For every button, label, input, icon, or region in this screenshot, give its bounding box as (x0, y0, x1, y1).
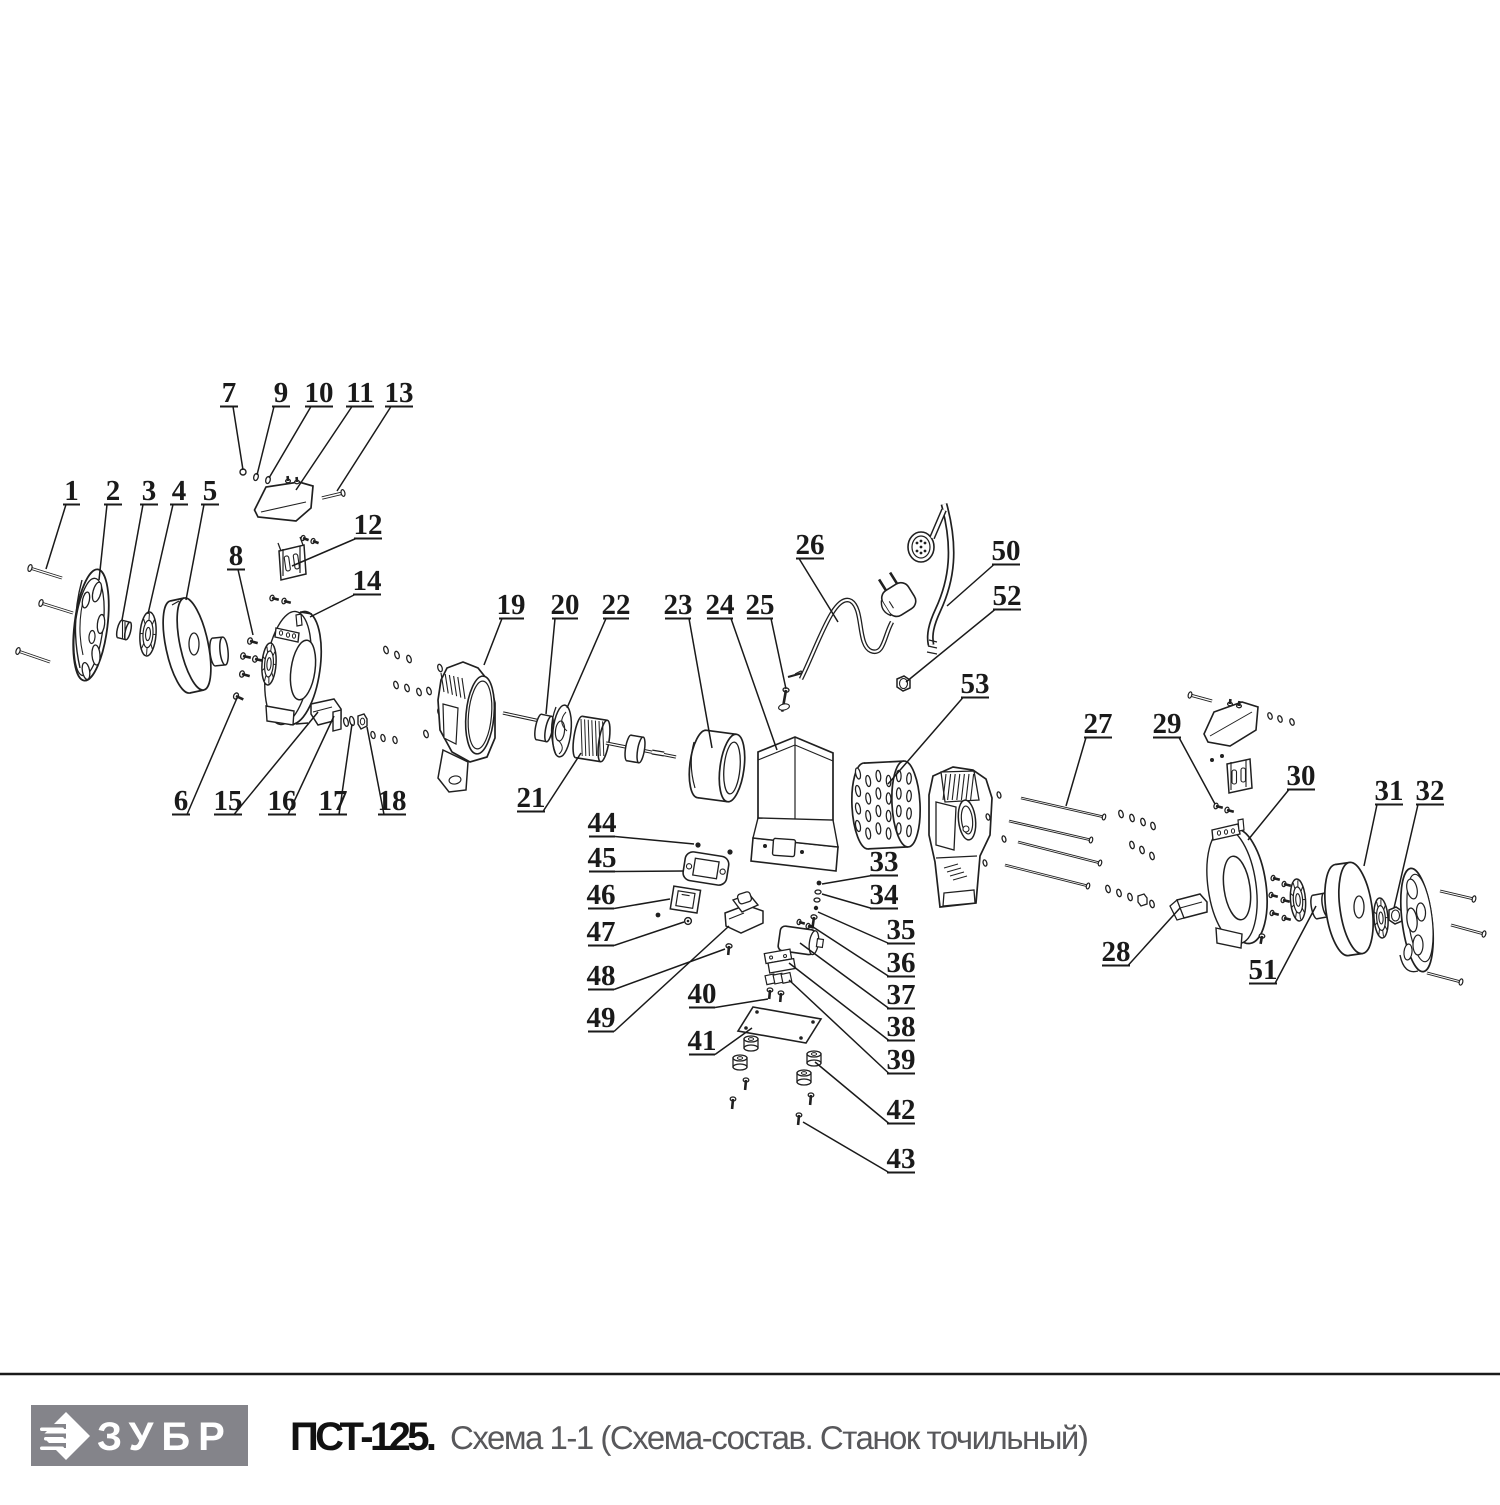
svg-text:33: 33 (870, 846, 899, 878)
svg-text:45: 45 (588, 842, 617, 874)
svg-text:28: 28 (1102, 936, 1131, 968)
svg-text:43: 43 (887, 1143, 916, 1175)
svg-text:40: 40 (688, 978, 717, 1010)
svg-text:21: 21 (517, 782, 546, 814)
svg-text:48: 48 (587, 960, 616, 992)
svg-text:25: 25 (746, 589, 775, 621)
svg-text:35: 35 (887, 914, 916, 946)
svg-text:53: 53 (961, 668, 990, 700)
svg-text:38: 38 (887, 1011, 916, 1043)
svg-text:13: 13 (385, 377, 414, 409)
svg-text:11: 11 (346, 377, 373, 409)
svg-text:52: 52 (993, 580, 1022, 612)
svg-text:36: 36 (887, 947, 916, 979)
svg-text:27: 27 (1084, 708, 1113, 740)
svg-text:50: 50 (992, 535, 1021, 567)
svg-text:46: 46 (587, 879, 616, 911)
svg-text:6: 6 (174, 785, 189, 817)
svg-text:19: 19 (497, 589, 526, 621)
svg-text:5: 5 (203, 475, 218, 507)
svg-text:3: 3 (142, 475, 157, 507)
svg-text:30: 30 (1287, 760, 1316, 792)
svg-text:24: 24 (706, 589, 735, 621)
svg-text:7: 7 (222, 377, 237, 409)
svg-text:16: 16 (268, 785, 297, 817)
svg-text:39: 39 (887, 1044, 916, 1076)
svg-text:32: 32 (1416, 775, 1445, 807)
svg-text:44: 44 (588, 807, 617, 839)
svg-text:2: 2 (106, 475, 121, 507)
svg-text:47: 47 (587, 916, 616, 948)
svg-text:31: 31 (1375, 775, 1404, 807)
svg-text:8: 8 (229, 540, 244, 572)
svg-text:ПСТ-125.: ПСТ-125. (290, 1415, 435, 1459)
svg-text:22: 22 (602, 589, 631, 621)
svg-text:41: 41 (688, 1025, 717, 1057)
svg-text:4: 4 (172, 475, 187, 507)
svg-text:37: 37 (887, 979, 916, 1011)
svg-text:29: 29 (1153, 708, 1182, 740)
svg-text:26: 26 (796, 529, 825, 561)
svg-text:20: 20 (551, 589, 580, 621)
svg-text:51: 51 (1249, 954, 1278, 986)
svg-text:ЗУБР: ЗУБР (97, 1415, 233, 1459)
svg-text:14: 14 (353, 565, 382, 597)
svg-text:15: 15 (214, 785, 243, 817)
svg-text:12: 12 (354, 509, 383, 541)
svg-text:49: 49 (587, 1002, 616, 1034)
svg-text:10: 10 (305, 377, 334, 409)
svg-text:9: 9 (274, 377, 289, 409)
svg-text:1: 1 (64, 475, 79, 507)
svg-text:34: 34 (870, 879, 899, 911)
svg-text:Схема 1-1 (Схема-состав. Стано: Схема 1-1 (Схема-состав. Станок точильны… (450, 1419, 1087, 1456)
svg-text:42: 42 (887, 1094, 916, 1126)
svg-text:23: 23 (664, 589, 693, 621)
